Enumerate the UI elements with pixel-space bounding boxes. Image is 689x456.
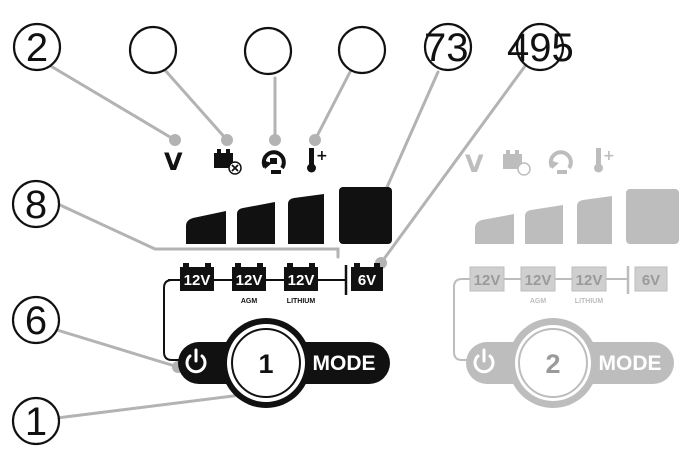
type-12v-lithium[interactable]: 12V LITHIUM — [284, 263, 318, 305]
ch2-temp-plus-sign: + — [603, 148, 615, 164]
leader-blank-c — [313, 68, 353, 142]
callout-73: 73 — [424, 26, 469, 70]
lithium-sublabel: LITHIUM — [287, 298, 316, 305]
callouts — [11, 22, 565, 446]
callout-7-circle — [423, 22, 473, 72]
control-bar: 1 MODE — [178, 318, 390, 408]
type-12v[interactable]: 12V — [180, 263, 214, 291]
leader-8 — [58, 203, 157, 251]
ch2-lithium-sublabel: LITHIUM — [575, 298, 604, 305]
callout-blank-b-circle — [243, 26, 293, 76]
channel-2-panel: V + — [453, 148, 679, 408]
channel-1-panel: V + — [163, 148, 392, 408]
power-icon — [185, 348, 207, 374]
leader-lines — [47, 60, 530, 420]
ch2-type-12v-lithium-label: 12V — [576, 272, 603, 289]
ch2-battery-fault-icon — [503, 150, 531, 176]
type-6v[interactable]: 6V — [351, 263, 383, 291]
callout-1: 1 — [25, 400, 47, 444]
selector-connector — [163, 279, 183, 361]
ch2-type-12v-label: 12V — [474, 272, 501, 289]
voltage-icon: V — [164, 148, 183, 176]
charge-bar-3 — [288, 194, 324, 244]
charge-bar-1 — [186, 211, 226, 244]
callout-labels: 2 8 6 1 73 495 — [25, 26, 574, 444]
charge-level-bars — [186, 187, 392, 244]
callout-8-circle — [11, 179, 61, 229]
charge-bar-full — [339, 187, 392, 244]
ch2-channel-number: 2 — [545, 349, 560, 379]
channel-number-button[interactable]: 1 — [258, 349, 273, 379]
ch2-voltage-icon: V — [465, 150, 484, 178]
type-12v-agm[interactable]: 12V AGM — [232, 263, 266, 305]
status-icons: V + — [164, 148, 328, 176]
callout-8: 8 — [25, 183, 47, 227]
callout-blank-c-circle — [337, 25, 387, 75]
leader-1 — [55, 390, 267, 420]
leader-9 — [379, 60, 530, 265]
callout-2: 2 — [26, 26, 48, 70]
ch2-type-6v-label: 6V — [642, 272, 660, 289]
temp-plus-sign: + — [316, 148, 328, 164]
power-button[interactable] — [178, 344, 218, 382]
charge-bar-2 — [237, 202, 275, 244]
callout-6-circle — [11, 295, 61, 345]
type-12v-agm-label: 12V — [236, 272, 263, 289]
callout-2-circle — [12, 22, 62, 72]
ch2-agm-sublabel: AGM — [530, 298, 547, 305]
leader-blank-a — [162, 67, 229, 142]
ch2-status-icons: V + — [465, 148, 615, 178]
callout-blank-a-circle — [128, 25, 178, 75]
agm-sublabel: AGM — [241, 298, 258, 305]
battery-type-selector[interactable]: 12V 12V AGM 12V LITHIUM 6V — [168, 263, 383, 305]
leader-7 — [378, 70, 440, 205]
callout-495: 495 — [507, 26, 574, 70]
ch2-charge-level-bars — [475, 189, 679, 244]
temperature-icon: + — [307, 148, 328, 173]
leader-6 — [55, 328, 180, 369]
ch2-type-12v-agm-label: 12V — [525, 272, 552, 289]
battery-fault-icon — [214, 149, 242, 175]
mode-button[interactable]: MODE — [313, 352, 376, 375]
callout-1-circle — [11, 396, 61, 446]
callout-6: 6 — [25, 299, 47, 343]
ch2-power-icon — [473, 348, 495, 374]
ch2-recondition-cycle-icon — [548, 150, 573, 174]
type-12v-lithium-label: 12V — [288, 272, 315, 289]
ch2-temperature-icon: + — [594, 148, 615, 173]
recondition-cycle-icon — [261, 150, 286, 174]
leader-2 — [47, 63, 177, 142]
type-6v-label: 6V — [358, 272, 376, 289]
ch2-mode-label: MODE — [599, 352, 662, 375]
ch2-battery-type-selector: 12V 12V AGM 12V LITHIUM 6V — [461, 266, 668, 305]
ch2-control-bar: 2 MODE — [466, 318, 674, 408]
callout-9-circle — [515, 22, 565, 72]
bracket-8 — [153, 247, 340, 259]
type-12v-label: 12V — [184, 272, 211, 289]
